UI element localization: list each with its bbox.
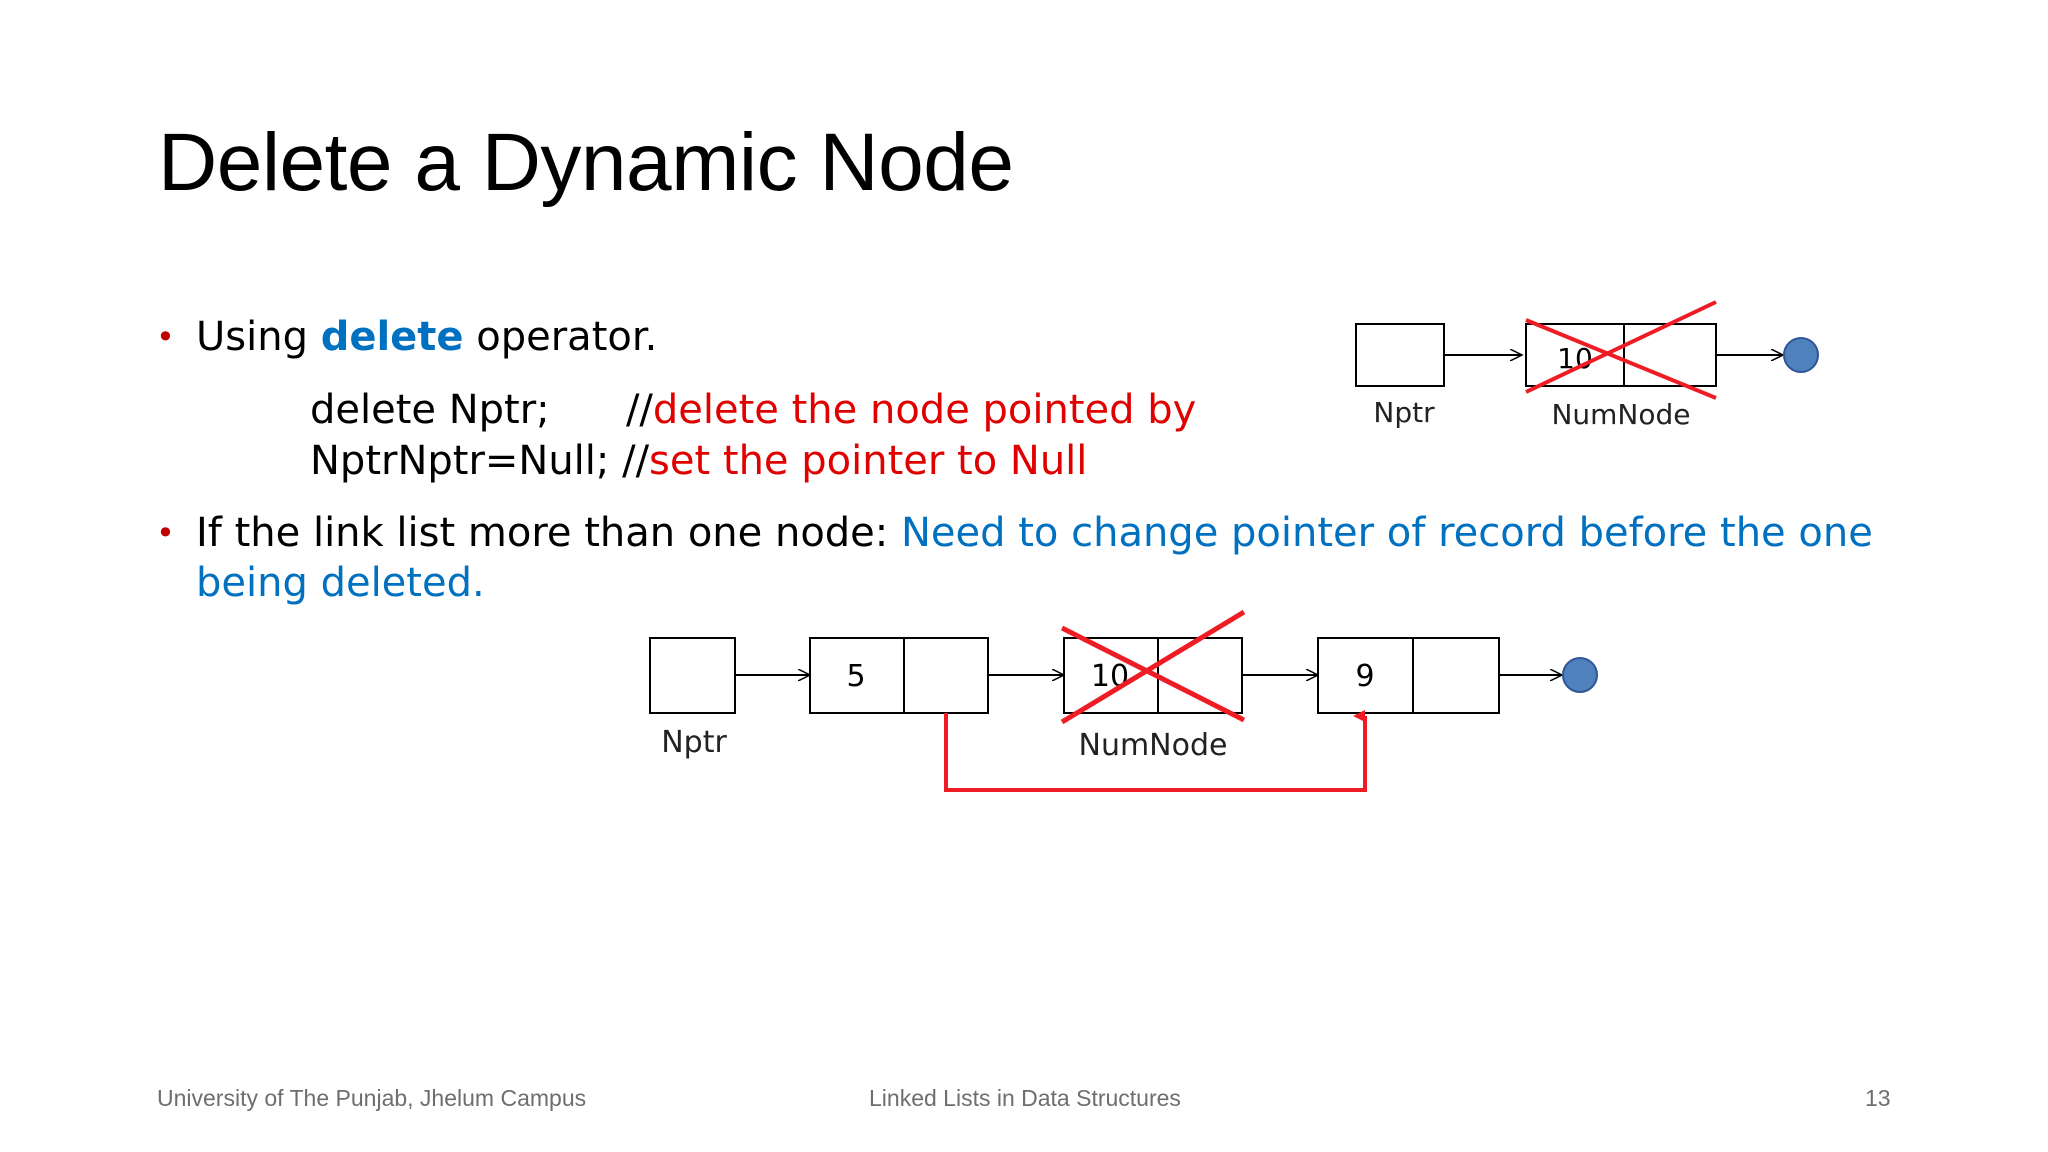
code-line-1: delete Nptr; //delete the node pointed b…	[310, 385, 1196, 435]
nptr-label: Nptr	[661, 725, 727, 760]
bullet1-prefix: Using	[196, 314, 321, 360]
bullet-text: If the link list more than one node: Nee…	[196, 508, 1898, 608]
code-line-2-comment: set the pointer to Null	[649, 438, 1088, 484]
numnode-label: NumNode	[1079, 728, 1228, 763]
node3-data-cell	[1317, 637, 1414, 714]
bullet2-prefix: If the link list more than one node:	[196, 510, 901, 556]
numnode-next-cell	[1623, 323, 1717, 387]
cross-line-1	[1525, 318, 1717, 400]
numnode-label: NumNode	[1551, 398, 1690, 431]
footer-institution: University of The Punjab, Jhelum Campus	[157, 1085, 587, 1111]
node1-next-cell	[903, 637, 989, 714]
bullet-text: Using delete operator.	[196, 312, 657, 362]
node2-next-cell	[1157, 637, 1243, 714]
bullet1-suffix: operator.	[463, 314, 658, 360]
code-line-1-comment: delete the node pointed by	[652, 387, 1197, 433]
null-circle-icon	[1783, 337, 1819, 373]
bullet2-highlight: Need to change pointer of record before …	[196, 510, 1873, 606]
node3-next-cell	[1412, 637, 1500, 714]
cross-line-1	[1060, 625, 1246, 723]
single-node-diagram: 10 Nptr NumNode	[1355, 300, 1819, 431]
bypass-pointer-arrow	[944, 710, 1367, 792]
node1-value: 5	[846, 659, 865, 694]
delete-keyword: delete	[320, 314, 464, 360]
slide-title: Delete a Dynamic Node	[158, 117, 1014, 208]
bullet-using-delete: • Using delete operator.	[156, 312, 657, 362]
cross-line-2	[1525, 300, 1717, 394]
null-circle-icon	[1562, 657, 1598, 693]
bullet-dot: •	[156, 318, 175, 356]
footer-page-number: 13	[1865, 1085, 1891, 1111]
node3-value: 9	[1355, 659, 1374, 694]
cross-line-2	[1060, 609, 1246, 725]
nptr-label: Nptr	[1373, 396, 1435, 429]
bullet-multiple-nodes: • If the link list more than one node: N…	[156, 508, 1898, 608]
bullet-dot: •	[156, 514, 175, 552]
multi-node-diagram: 5 10 9 Nptr NumNode	[649, 609, 1598, 792]
nptr-box	[1355, 323, 1445, 387]
code-line-1-code: delete Nptr; //	[310, 387, 653, 433]
footer-course-title: Linked Lists in Data Structures	[869, 1085, 1181, 1111]
code-line-2: NptrNptr=Null; //set the pointer to Null	[310, 436, 1087, 486]
node2-value: 10	[1091, 659, 1129, 694]
code-line-2-code: NptrNptr=Null; //	[310, 438, 650, 484]
nptr-box	[649, 637, 736, 714]
